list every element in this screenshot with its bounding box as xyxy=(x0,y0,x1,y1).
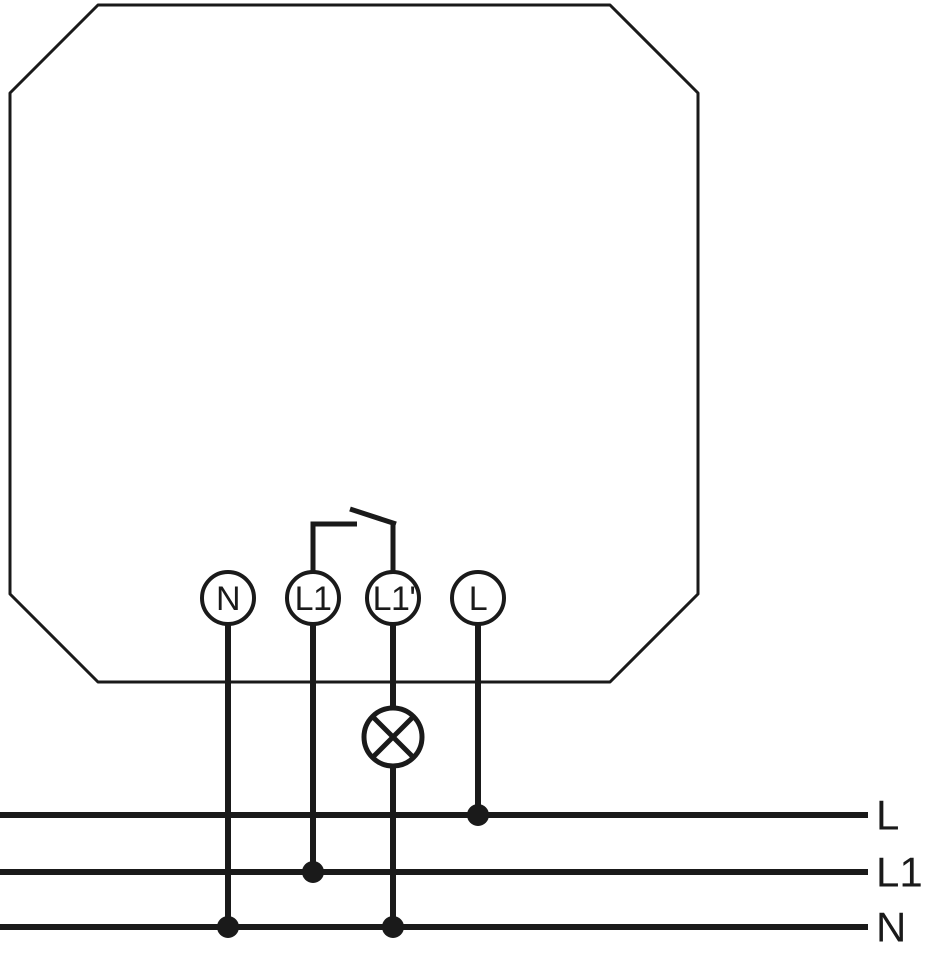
terminal-circle-l1-prime[interactable] xyxy=(365,570,421,626)
single-pole-switch xyxy=(310,506,397,572)
device-housing-outline xyxy=(8,3,700,684)
terminal-n[interactable]: N xyxy=(200,570,256,626)
junction-dots xyxy=(217,804,489,938)
terminal-label-l: L xyxy=(469,580,487,618)
terminal-circle-n[interactable] xyxy=(200,570,256,626)
lamp-cross-stroke-2 xyxy=(370,714,416,760)
junction-dot-lamp-n xyxy=(382,916,404,938)
terminal-label-l1: L1 xyxy=(295,580,332,618)
supply-bus-lines xyxy=(0,812,868,930)
terminal-l[interactable]: L xyxy=(450,570,506,626)
terminal-label-l1-prime: L1' xyxy=(373,580,416,618)
junction-dot-l1-bus xyxy=(302,861,324,883)
lamp-load-symbol xyxy=(361,705,425,769)
terminal-l1[interactable]: L1 xyxy=(285,570,341,626)
terminal-circle-l[interactable] xyxy=(450,570,506,626)
junction-dot-l-bus xyxy=(467,804,489,826)
bus-label-l: L xyxy=(876,792,899,839)
terminal-circle-l1[interactable] xyxy=(285,570,341,626)
terminal-drop-wires xyxy=(225,622,481,930)
terminal-label-n: N xyxy=(216,580,240,618)
bus-label-l1: L1 xyxy=(876,849,923,896)
bus-label-n: N xyxy=(876,904,906,951)
bus-labels: L L1 N xyxy=(876,792,923,951)
switch-blade xyxy=(349,506,397,527)
terminal-l1-prime[interactable]: L1' xyxy=(365,570,421,626)
junction-dot-n-bus xyxy=(217,916,239,938)
switch-left-contact-arm xyxy=(310,521,357,572)
terminal-group: N L1 L1' L xyxy=(200,570,506,626)
